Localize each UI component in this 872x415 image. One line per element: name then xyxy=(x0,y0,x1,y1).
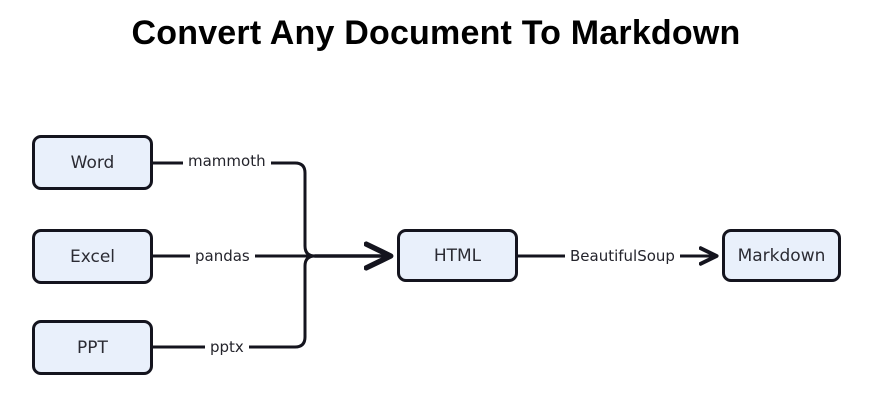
edge-label-mammoth: mammoth xyxy=(183,152,271,170)
node-excel-label: Excel xyxy=(69,246,116,267)
node-excel[interactable]: Excel xyxy=(32,229,153,284)
edge-label-beautifulsoup: BeautifulSoup xyxy=(565,247,680,265)
node-html-label: HTML xyxy=(433,245,482,266)
node-word-label: Word xyxy=(70,152,115,173)
node-word[interactable]: Word xyxy=(32,135,153,190)
node-markdown-label: Markdown xyxy=(737,245,826,266)
page-title: Convert Any Document To Markdown xyxy=(131,14,741,52)
node-markdown[interactable]: Markdown xyxy=(722,229,841,282)
edge-label-pptx: pptx xyxy=(205,338,249,356)
node-ppt[interactable]: PPT xyxy=(32,320,153,375)
edge-label-pandas: pandas xyxy=(190,247,255,265)
edge-ppt-to-html xyxy=(151,254,317,349)
node-ppt-label: PPT xyxy=(77,337,108,358)
edge-word-to-html xyxy=(151,161,317,258)
node-html[interactable]: HTML xyxy=(397,229,518,282)
